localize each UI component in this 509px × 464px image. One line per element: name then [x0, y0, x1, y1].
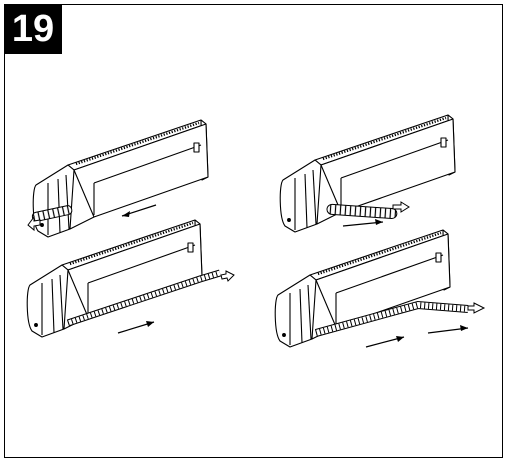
- ac-unit-icon: [32, 118, 210, 239]
- panel-3: [26, 218, 235, 339]
- panel-4: [274, 228, 486, 349]
- panel-1: [27, 118, 210, 239]
- ac-unit-icon: [274, 228, 452, 349]
- figure-frame: [4, 4, 503, 458]
- panel-2: [279, 113, 457, 234]
- ac-unit-icon: [26, 218, 204, 339]
- step-number-badge: 19: [4, 4, 62, 54]
